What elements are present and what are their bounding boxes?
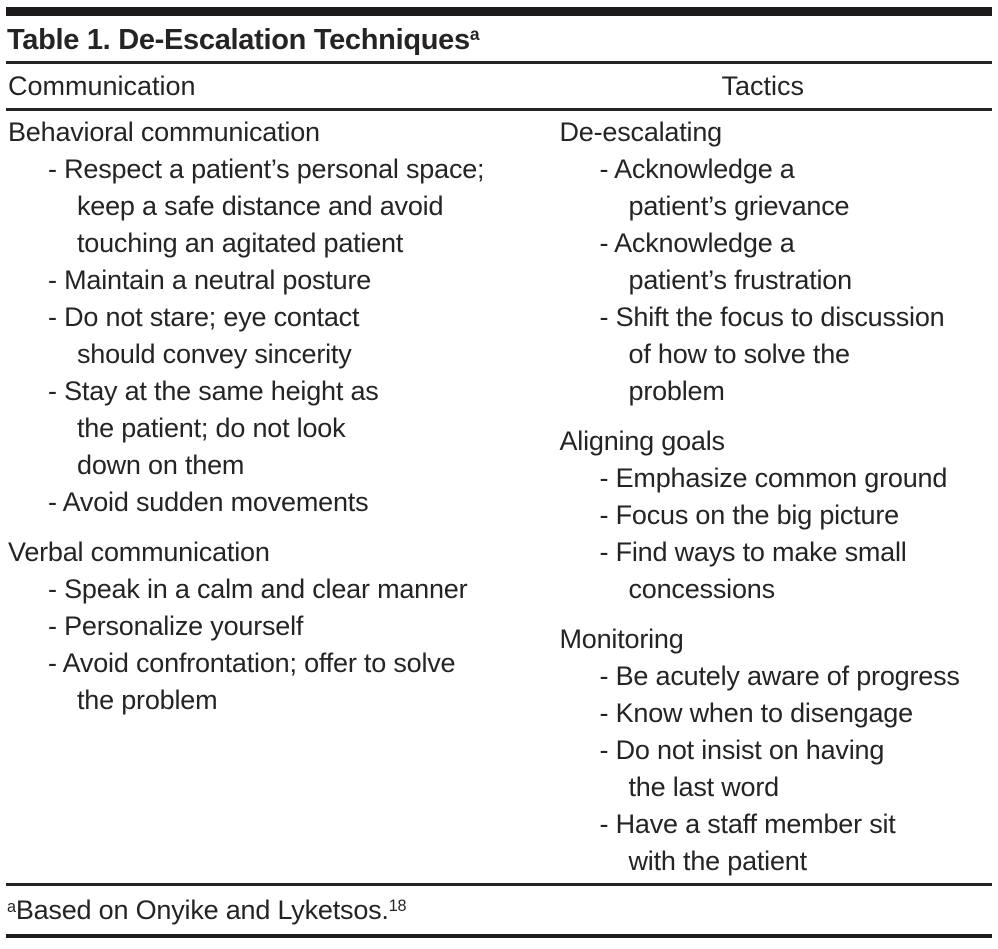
table-bottom-rule [6, 934, 992, 938]
technique-group: De-escalating - Acknowledge a patient’s gr… [560, 114, 992, 410]
item-line: - Acknowledge a [599, 154, 795, 184]
item-line: patient’s frustration [628, 265, 853, 295]
list-item: - Find ways to make small concessions [560, 534, 992, 608]
group-heading: Aligning goals [559, 426, 726, 456]
item-line: - Do not stare; eye contact [48, 302, 360, 332]
table-title-text: Table 1. De-Escalation Techniques [7, 24, 470, 56]
technique-group: Verbal communication - Speak in a calm an… [8, 534, 534, 719]
item-line: - Know when to disengage [599, 698, 914, 728]
item-line: touching an agitated patient [77, 228, 404, 258]
item-line: - Be acutely aware of progress [599, 661, 960, 691]
item-line: should convey sincerity [77, 339, 352, 369]
item-line: - Stay at the same height as [48, 376, 379, 406]
group-heading: De-escalating [559, 117, 723, 147]
item-line: patient’s grievance [628, 191, 850, 221]
group-heading: Monitoring [559, 624, 684, 654]
item-line: down on them [77, 450, 245, 480]
item-line: - Respect a patient’s personal space; [48, 154, 485, 184]
item-line: of how to solve the [628, 339, 851, 369]
horizontal-rule-under-header [6, 108, 992, 111]
list-item: - Know when to disengage [560, 695, 992, 732]
list-item: - Do not stare; eye contact should convey… [8, 299, 534, 373]
list-item: - Avoid sudden movements [8, 484, 534, 521]
reference-number: 18 [388, 896, 407, 915]
column-header-communication: Communication [8, 71, 196, 101]
list-item: - Focus on the big picture [560, 497, 992, 534]
table-top-rule [6, 7, 992, 16]
item-line: - Have a staff member sit [599, 809, 896, 839]
list-item: - Personalize yourself [8, 608, 534, 645]
list-item: - Emphasize common ground [560, 460, 992, 497]
horizontal-rule-under-title [6, 61, 992, 64]
footnote-text: Based on Onyike and Lyketsos. [15, 895, 389, 925]
footnote-marker: a [7, 897, 16, 916]
list-item: - Do not insist on having the last word [560, 732, 992, 806]
table-header-row: Communication Tactics [6, 64, 992, 108]
table-body: Behavioral communication - Respect a pati… [6, 111, 992, 883]
column-tactics: De-escalating - Acknowledge a patient’s gr… [534, 114, 992, 880]
table-footnote: aBased on Onyike and Lyketsos.18 [6, 886, 992, 934]
item-line: - Do not insist on having [599, 735, 885, 765]
group-heading: Behavioral communication [8, 117, 320, 147]
list-item: - Respect a patient’s personal space; kee… [8, 151, 534, 262]
item-line: - Speak in a calm and clear manner [48, 574, 468, 604]
technique-group: Monitoring - Be acutely aware of progress… [560, 621, 992, 880]
item-line: the problem [77, 685, 218, 715]
technique-group: Aligning goals - Emphasize common ground -… [560, 423, 992, 608]
column-header-tactics: Tactics [721, 71, 804, 101]
item-line: keep a safe distance and avoid [77, 191, 444, 221]
item-line: with the patient [628, 846, 808, 876]
item-line: - Find ways to make small [599, 537, 907, 567]
list-item: - Be acutely aware of progress [560, 658, 992, 695]
item-line: problem [628, 376, 725, 406]
technique-group: Behavioral communication - Respect a pati… [8, 114, 534, 521]
list-item: - Stay at the same height as the patient;… [8, 373, 534, 484]
list-item: - Acknowledge a patient’s grievance [560, 151, 992, 225]
list-item: - Shift the focus to discussion of how to… [560, 299, 992, 410]
table-title-superscript: a [469, 24, 480, 45]
item-line: - Avoid sudden movements [48, 487, 369, 517]
horizontal-rule-above-footnote [6, 883, 992, 886]
list-item: - Acknowledge a patient’s frustration [560, 225, 992, 299]
item-line: - Personalize yourself [48, 611, 304, 641]
item-line: - Emphasize common ground [599, 463, 948, 493]
item-line: - Acknowledge a [599, 228, 795, 258]
item-line: - Shift the focus to discussion [599, 302, 945, 332]
list-item: - Maintain a neutral posture [8, 262, 534, 299]
list-item: - Have a staff member sit with the patien… [560, 806, 992, 880]
list-item: - Avoid confrontation; offer to solve the… [8, 645, 534, 719]
item-line: - Maintain a neutral posture [48, 265, 372, 295]
table-title: Table 1. De-Escalation Techniquesa [7, 19, 992, 61]
item-line: the patient; do not look [77, 413, 346, 443]
column-communication: Behavioral communication - Respect a pati… [6, 114, 534, 880]
item-line: concessions [628, 574, 776, 604]
item-line: the last word [628, 772, 780, 802]
group-heading: Verbal communication [8, 537, 270, 567]
item-line: - Avoid confrontation; offer to solve [48, 648, 456, 678]
list-item: - Speak in a calm and clear manner [8, 571, 534, 608]
item-line: - Focus on the big picture [599, 500, 900, 530]
